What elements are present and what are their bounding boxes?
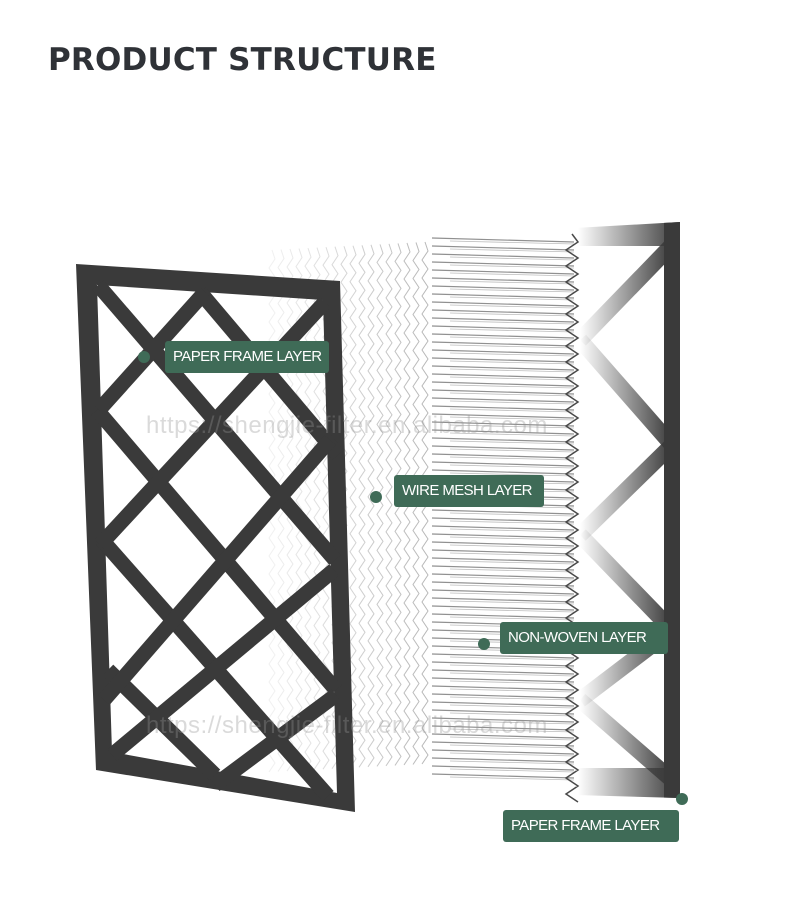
non-woven-layer-label: NON-WOVEN LAYER <box>500 622 668 654</box>
non-woven-marker <box>478 638 490 650</box>
paper-frame-layer-label-front: PAPER FRAME LAYER <box>165 341 329 373</box>
watermark-text: https://shengjie-filter.en.alibaba.com <box>146 412 548 440</box>
watermark-text: https://shengjie-filter.en.alibaba.com <box>146 712 548 740</box>
front-frame-marker <box>138 351 150 363</box>
paper-frame-layer-label-back: PAPER FRAME LAYER <box>503 810 679 842</box>
wire-mesh-layer-label: WIRE MESH LAYER <box>394 475 544 507</box>
back-paper-frame <box>575 216 681 798</box>
wire-mesh-marker <box>370 491 382 503</box>
back-frame-marker <box>676 793 688 805</box>
